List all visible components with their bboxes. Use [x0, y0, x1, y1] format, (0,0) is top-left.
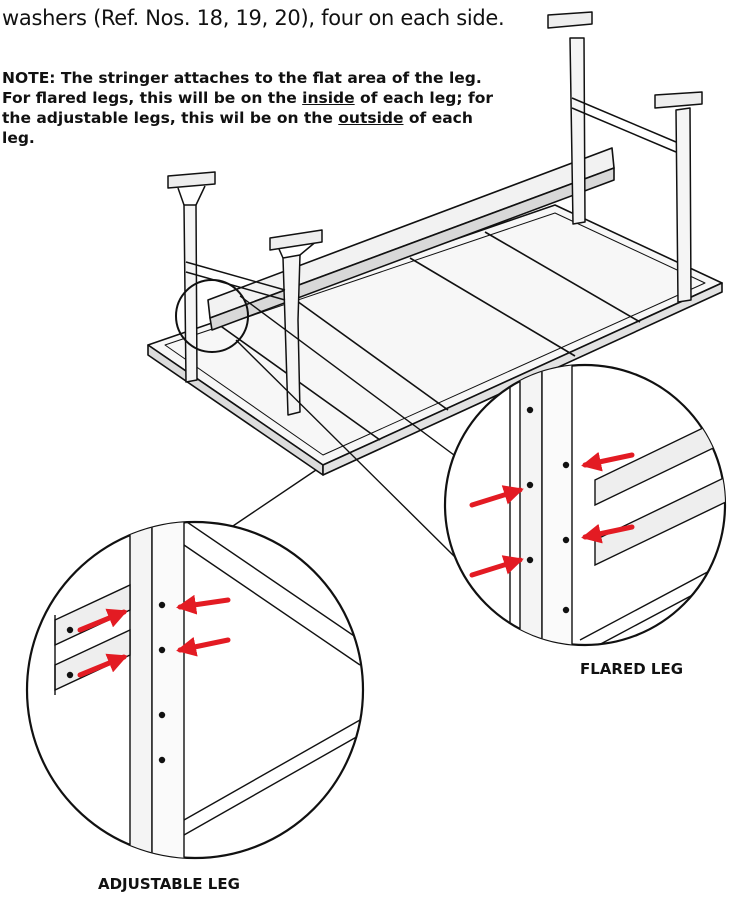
arrow-flared-3 — [469, 485, 524, 508]
attachment-arrows — [77, 451, 635, 678]
arrow-adjust-4 — [77, 653, 128, 678]
arrow-adjust-2 — [176, 636, 231, 657]
legs — [167, 11, 703, 416]
adjustable-leg-detail — [25, 520, 365, 860]
note-mid: of each leg; for the adjustable legs, th… — [2, 89, 493, 127]
intro-text: washers (Ref. Nos. 18, 19, 20), four on … — [2, 6, 505, 30]
note-emph-inside: inside — [302, 89, 355, 107]
note-emph-outside: outside — [338, 109, 404, 127]
caption-adjustable-leg: ADJUSTABLE LEG — [98, 875, 240, 893]
note-tail: of each leg. — [2, 109, 473, 147]
note-lead: NOTE: The stringer attaches to the flat … — [2, 69, 482, 107]
assembly-note: NOTE: The stringer attaches to the flat … — [2, 68, 507, 148]
arrow-adjust-3 — [77, 608, 128, 633]
zoom-circle-small — [175, 279, 249, 353]
caption-flared-leg: FLARED LEG — [580, 660, 684, 678]
arrow-adjust-1 — [176, 594, 231, 615]
arrow-flared-2 — [581, 523, 635, 544]
arrow-flared-4 — [469, 555, 524, 578]
flared-leg-detail — [443, 363, 727, 647]
stringer — [207, 147, 615, 331]
arrow-flared-1 — [581, 451, 635, 472]
